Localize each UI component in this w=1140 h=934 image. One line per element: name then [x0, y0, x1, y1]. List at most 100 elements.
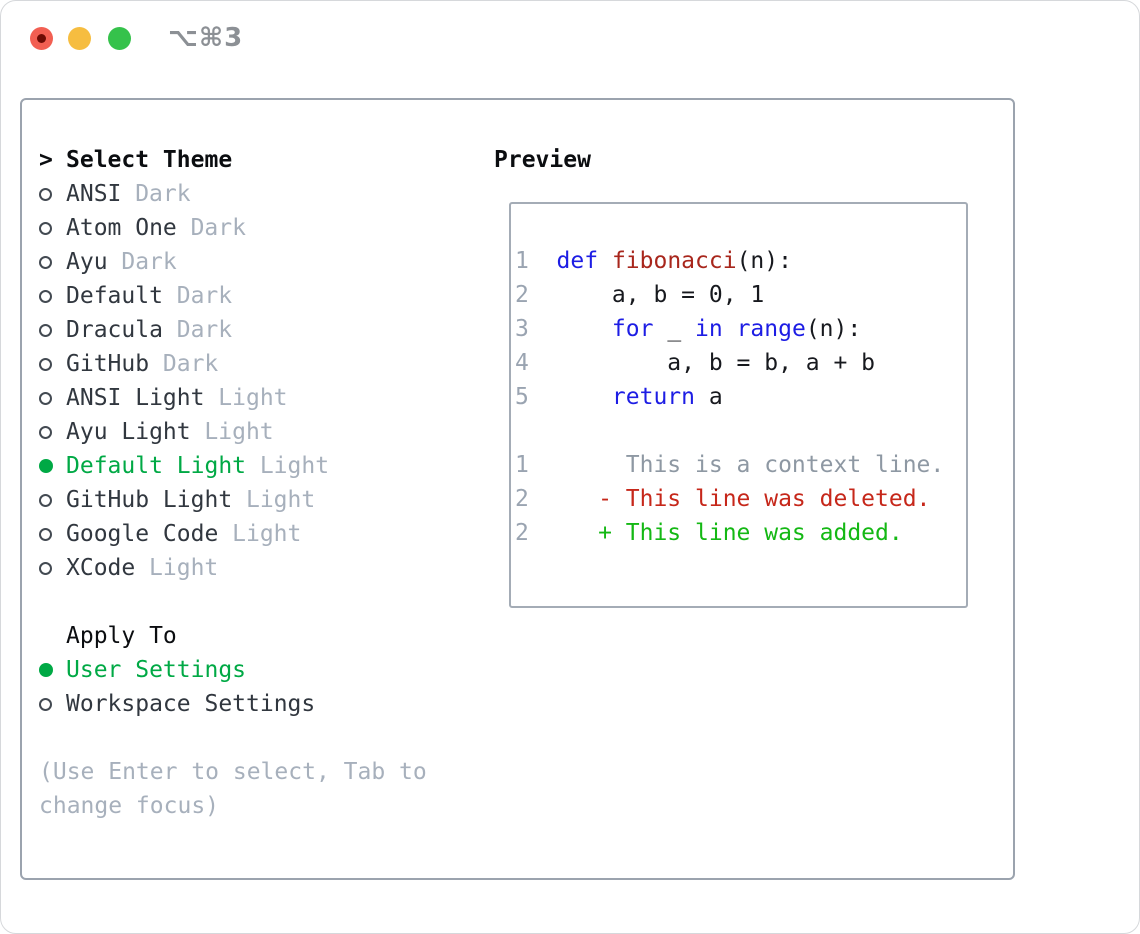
- theme-name: Ayu: [66, 249, 108, 275]
- radio-unselected-icon: [39, 527, 52, 541]
- theme-name: GitHub Light: [66, 487, 233, 513]
- radio-selected-icon: [39, 663, 53, 677]
- theme-variant-tag: Light: [149, 555, 219, 581]
- line-number: 5: [515, 384, 529, 410]
- theme-variant-tag: Light: [245, 487, 316, 513]
- theme-list-title: Select Theme: [66, 147, 233, 173]
- theme-variant-tag: Dark: [190, 215, 246, 241]
- code-segment-pl: (n):: [736, 248, 792, 274]
- apply-option-user-settings[interactable]: User Settings: [39, 653, 489, 687]
- code-segment-ctx: This is a context line.: [556, 452, 945, 478]
- theme-name: GitHub: [66, 351, 150, 377]
- zoom-button[interactable]: [108, 27, 131, 50]
- hint-text-line-1: (Use Enter to select, Tab to: [39, 759, 427, 785]
- code-segment-pl: [598, 248, 612, 274]
- titlebar: ⌥⌘3: [1, 1, 1139, 75]
- radio-unselected-icon: [39, 561, 52, 575]
- code-segment-pl: [723, 316, 737, 342]
- code-segment-del: - This line was deleted.: [556, 486, 931, 512]
- theme-list-header: > Select Theme: [39, 143, 489, 177]
- hint-text-line-2: change focus): [39, 793, 220, 819]
- minimize-button[interactable]: [68, 27, 91, 50]
- code-segment-pl: (n):: [805, 316, 862, 342]
- theme-item-dracula[interactable]: Dracula Dark: [39, 313, 489, 347]
- spacer: [39, 721, 489, 755]
- radio-unselected-icon: [39, 425, 52, 439]
- code-line: 3 for _ in range(n):: [515, 312, 966, 346]
- theme-name: Default: [66, 283, 163, 309]
- code-line: 2 - This line was deleted.: [515, 482, 966, 516]
- code-line: 1 This is a context line.: [515, 448, 966, 482]
- focus-chevron-icon: >: [39, 147, 53, 173]
- code-segment-pl: _: [653, 316, 696, 342]
- radio-unselected-icon: [39, 289, 52, 303]
- theme-name: Default Light: [66, 453, 247, 479]
- radio-unselected-icon: [39, 357, 52, 371]
- code-line: 1 def fibonacci(n):: [515, 244, 966, 278]
- close-button[interactable]: [30, 27, 53, 50]
- theme-item-default[interactable]: Default Dark: [39, 279, 489, 313]
- code-segment-kw: def: [556, 248, 599, 274]
- theme-variant-tag: Dark: [176, 317, 233, 343]
- apply-to-heading: Apply To: [66, 623, 177, 649]
- theme-item-ayu[interactable]: Ayu Dark: [39, 245, 489, 279]
- theme-variant-tag: Dark: [162, 351, 219, 377]
- theme-variant-tag: Light: [204, 419, 274, 445]
- theme-variant-tag: Dark: [135, 181, 191, 207]
- radio-unselected-icon: [39, 391, 52, 405]
- code-segment-pl: a: [695, 384, 723, 410]
- apply-option-label: Workspace Settings: [66, 691, 316, 717]
- radio-unselected-icon: [39, 221, 52, 235]
- radio-unselected-icon: [39, 255, 52, 269]
- line-number: 1: [515, 248, 529, 274]
- code-segment-kw: return: [611, 384, 696, 410]
- theme-item-google-code[interactable]: Google Code Light: [39, 517, 489, 551]
- theme-variant-tag: Dark: [176, 283, 233, 309]
- code-segment-kw: for: [611, 316, 654, 342]
- window-title: ⌥⌘3: [168, 23, 244, 53]
- theme-name: ANSI Light: [66, 385, 205, 411]
- radio-unselected-icon: [39, 323, 52, 337]
- radio-unselected-icon: [39, 493, 52, 507]
- theme-item-ansi-light[interactable]: ANSI Light Light: [39, 381, 489, 415]
- code-line: [515, 414, 966, 448]
- theme-variant-tag: Light: [218, 385, 288, 411]
- code-segment-pl: [557, 316, 612, 342]
- theme-name: Ayu Light: [66, 419, 191, 445]
- theme-name: Dracula: [66, 317, 163, 343]
- code-segment-fn: fibonacci: [611, 248, 737, 274]
- code-segment-kw: range: [736, 316, 806, 342]
- theme-item-atom-one[interactable]: Atom One Dark: [39, 211, 489, 245]
- theme-item-ayu-light[interactable]: Ayu Light Light: [39, 415, 489, 449]
- line-number: 2: [515, 520, 529, 546]
- theme-variant-tag: Light: [232, 521, 302, 547]
- theme-name: Atom One: [66, 215, 177, 241]
- line-number: 4: [515, 350, 529, 376]
- code-segment-pl: a, b = 0, 1: [556, 282, 765, 308]
- theme-item-xcode[interactable]: XCode Light: [39, 551, 489, 585]
- theme-name: Google Code: [66, 521, 219, 547]
- line-number: 2: [515, 486, 529, 512]
- line-number: 3: [515, 316, 529, 342]
- apply-option-workspace-settings[interactable]: Workspace Settings: [39, 687, 489, 721]
- theme-item-github-light[interactable]: GitHub Light Light: [39, 483, 489, 517]
- code-segment-pl: [557, 384, 612, 410]
- radio-unselected-icon: [39, 187, 52, 201]
- code-segment-add: + This line was added.: [556, 520, 903, 546]
- theme-variant-tag: Dark: [121, 249, 177, 275]
- theme-item-github[interactable]: GitHub Dark: [39, 347, 489, 381]
- theme-name: XCode: [66, 555, 136, 581]
- code-segment-pl: a, b = b, a + b: [556, 350, 876, 376]
- line-number: 2: [515, 282, 529, 308]
- code-segment-kw: in: [695, 316, 723, 342]
- line-number: 1: [515, 452, 529, 478]
- code-line: 2 a, b = 0, 1: [515, 278, 966, 312]
